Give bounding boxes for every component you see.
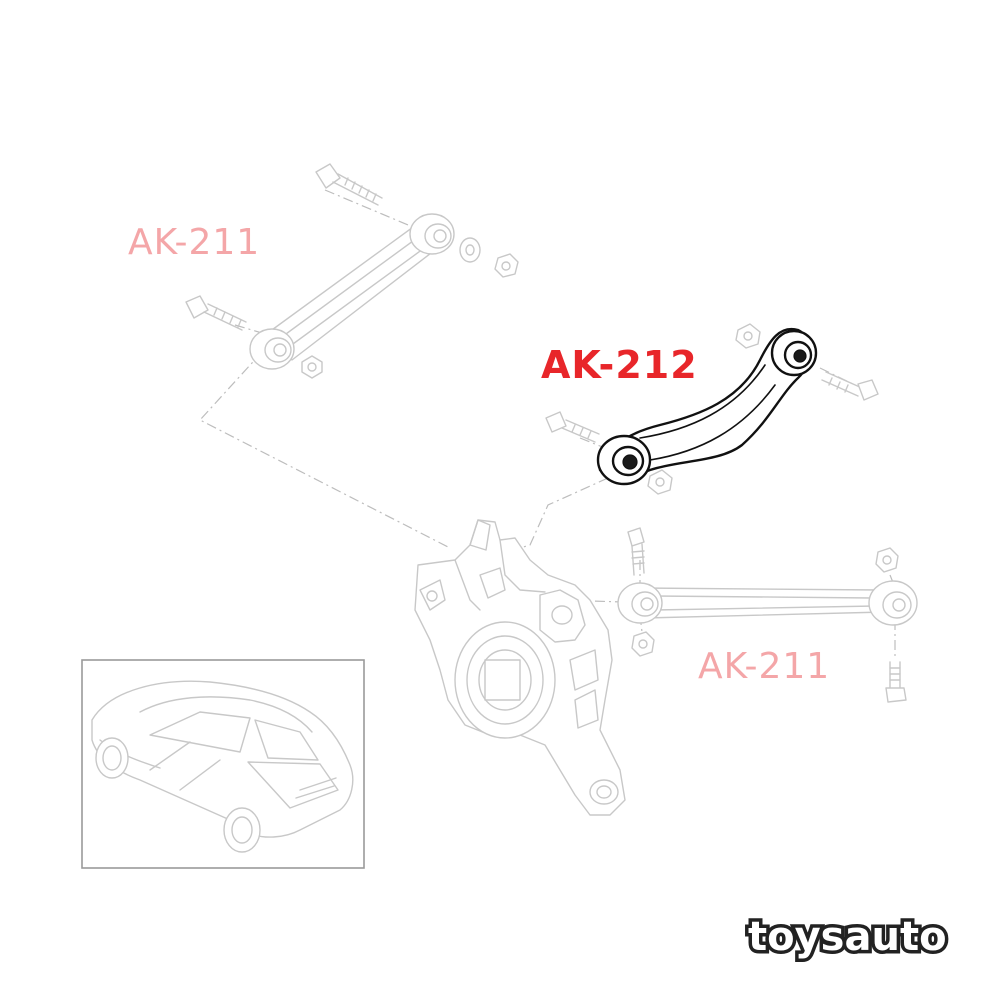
- car-inset: [81, 659, 365, 869]
- nut-icon: [647, 469, 673, 495]
- bolt-icon: [185, 295, 247, 331]
- label-ak211-lower: AK-211: [698, 646, 830, 687]
- bolt-icon: [885, 661, 907, 703]
- bolt-icon: [821, 371, 879, 401]
- bolt-icon: [315, 163, 383, 206]
- label-ak212: AK-212: [541, 343, 698, 387]
- highlight-arm-hardware: [545, 323, 879, 495]
- upper-left-control-arm: [249, 213, 455, 370]
- nut-icon: [301, 355, 323, 379]
- nut-icon: [735, 323, 761, 349]
- knuckle-icon: [414, 519, 626, 816]
- nut-icon: [494, 253, 519, 278]
- brand-logo: toysauto: [748, 914, 947, 960]
- bolt-icon: [627, 527, 645, 576]
- lower-right-hardware: [627, 527, 907, 703]
- washer-icon: [459, 237, 481, 263]
- lower-right-control-arm: [617, 580, 918, 626]
- label-ak211-upper: AK-211: [128, 222, 260, 263]
- nut-icon: [631, 631, 655, 657]
- upper-left-hardware: [185, 163, 519, 379]
- bolt-icon: [545, 411, 600, 443]
- nut-icon: [875, 547, 899, 573]
- car-icon: [91, 680, 354, 853]
- highlighted-camber-arm: [596, 327, 818, 486]
